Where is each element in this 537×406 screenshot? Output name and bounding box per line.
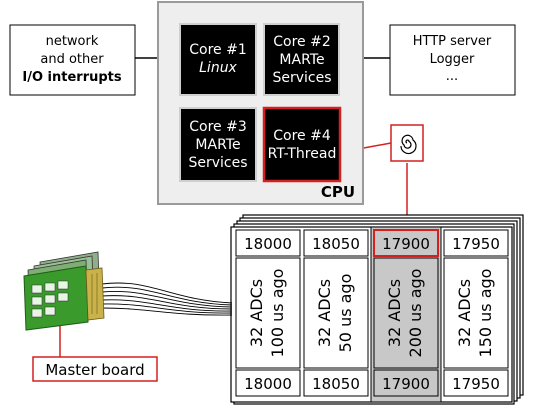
http-server-box: HTTP server Logger ... xyxy=(389,24,516,96)
buffer-1-line2: 100 us ago xyxy=(268,269,287,358)
core-4-title: Core #4 xyxy=(273,128,331,144)
core-1-title: Core #1 xyxy=(189,42,247,58)
buffer-2-top: 18050 xyxy=(312,235,360,253)
core-1-subtitle: Linux xyxy=(199,60,237,76)
http-line2: Logger xyxy=(430,52,475,67)
core-3-title: Core #3 xyxy=(189,119,247,135)
core-3: Core #3 MARTe Services xyxy=(179,107,257,182)
buffer-column-1: 18000 32 ADCs 100 us ago 18000 xyxy=(235,229,301,397)
http-line3: ... xyxy=(446,69,458,84)
core-3-subtitle2: Services xyxy=(188,155,247,171)
buffer-3-top: 17900 xyxy=(382,235,430,253)
buffer-column-4: 17950 32 ADCs 150 us ago 17950 xyxy=(443,229,509,397)
buffer-2-line2: 50 us ago xyxy=(336,274,355,353)
core-4-subtitle: RT-Thread xyxy=(268,146,337,162)
io-interrupts-box: network and other I/O interrupts xyxy=(9,24,136,96)
buffer-3-bottom: 17900 xyxy=(382,375,430,393)
buffer-column-2: 18050 32 ADCs 50 us ago 18050 xyxy=(303,229,369,397)
cable-bundle xyxy=(101,282,233,316)
master-board-label: Master board xyxy=(32,356,158,382)
buffer-4-line2: 150 us ago xyxy=(476,269,495,358)
io-line2: and other xyxy=(40,52,104,67)
core-2-subtitle: MARTe xyxy=(279,52,324,68)
buffer-2-bottom: 18050 xyxy=(312,375,360,393)
buffer-3-line2: 200 us ago xyxy=(406,269,425,358)
master-board-text: Master board xyxy=(45,361,144,379)
buffer-columns: 18000 32 ADCs 100 us ago 18000 18050 32 … xyxy=(230,226,513,403)
cpu-label: CPU xyxy=(321,183,355,201)
buffer-3-line1: 32 ADCs xyxy=(385,279,404,347)
buffer-1-bottom: 18000 xyxy=(244,375,292,393)
core-2: Core #2 MARTe Services xyxy=(263,23,340,96)
buffer-4-line1: 32 ADCs xyxy=(455,279,474,347)
core-2-subtitle2: Services xyxy=(272,70,331,86)
http-line1: HTTP server xyxy=(413,34,492,49)
core-4: Core #4 RT-Thread xyxy=(262,106,342,183)
cpu-box: CPU Core #1 Linux Core #2 MARTe Services… xyxy=(157,1,364,205)
core-1: Core #1 Linux xyxy=(179,23,257,96)
buffer-1-top: 18000 xyxy=(244,235,292,253)
io-line3: I/O interrupts xyxy=(22,70,122,85)
core-2-title: Core #2 xyxy=(273,34,331,50)
buffer-1-line1: 32 ADCs xyxy=(247,279,266,347)
io-line1: network xyxy=(46,34,99,49)
buffer-2-line1: 32 ADCs xyxy=(315,279,334,347)
buffer-4-top: 17950 xyxy=(452,235,500,253)
circuit-board-icon xyxy=(23,251,105,331)
core-3-subtitle: MARTe xyxy=(195,137,240,153)
buffer-column-3-active: 17900 32 ADCs 200 us ago 17900 xyxy=(370,226,442,403)
spiral-icon xyxy=(390,124,424,162)
buffer-4-bottom: 17950 xyxy=(452,375,500,393)
